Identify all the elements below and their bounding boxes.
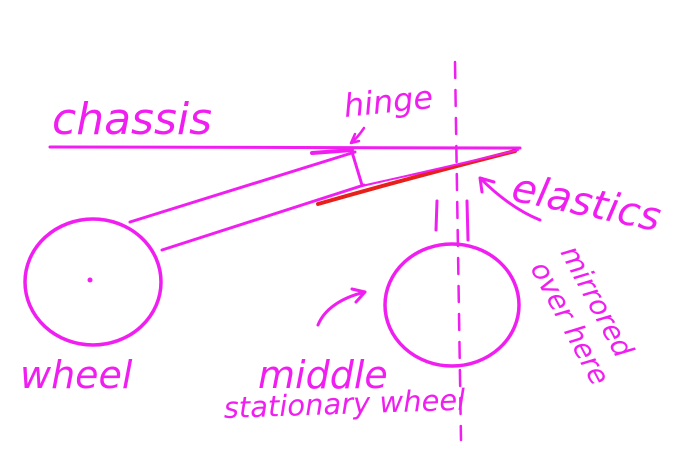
elastic-band-outline (361, 149, 519, 187)
elastic-band (316, 149, 517, 206)
label-chassis: chassis (52, 94, 212, 145)
wheel-middle-strut-left (434, 199, 439, 232)
label-hinge: hinge (342, 78, 435, 125)
chassis-line (48, 145, 522, 150)
label-stationary-wheel: stationary wheel (223, 383, 466, 425)
mirror-axis (453, 60, 463, 442)
elastics-arrow (478, 176, 542, 222)
wheel-left (23, 217, 163, 347)
middle-wheel-arrow (316, 287, 367, 327)
swing-arm-top (128, 150, 357, 224)
swing-arm-bottom (160, 183, 366, 252)
hinge-arrow (349, 126, 366, 145)
label-elastics: elastics (508, 165, 665, 241)
wheel-middle (383, 242, 521, 368)
label-wheel: wheel (20, 353, 133, 397)
hinge-mark (310, 148, 354, 155)
swing-arm-side (350, 150, 364, 187)
wheel-middle-strut-right (465, 199, 470, 242)
wheel-left-axle (87, 277, 93, 283)
label-middle: middle (258, 353, 388, 397)
